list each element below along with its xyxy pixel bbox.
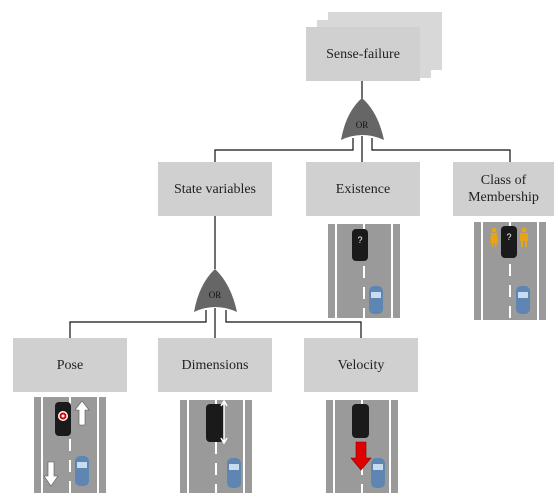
sense-failure-label: Sense-failure xyxy=(326,46,400,62)
pose-car-icon xyxy=(55,402,71,436)
state-variables-label: State variables xyxy=(173,181,257,197)
or-state-to-pose-line xyxy=(69,310,207,338)
down-arrow-icon xyxy=(43,461,59,487)
existence-node: Existence xyxy=(306,162,420,216)
or-top-to-class-line xyxy=(371,138,511,162)
or-gate-state xyxy=(194,269,237,312)
ego-car-icon xyxy=(516,286,530,314)
or-gate-top-label: OR xyxy=(356,120,369,130)
or-state-to-velocity-line xyxy=(225,310,362,338)
existence-road-panel: ? xyxy=(328,224,400,318)
velocity-road-panel xyxy=(326,400,398,493)
or-gate-top xyxy=(341,98,384,140)
ego-car-icon xyxy=(371,458,385,488)
dimensions-node: Dimensions xyxy=(158,338,272,392)
or-gate-state-label: OR xyxy=(209,290,222,300)
or-top-to-state-line xyxy=(214,138,354,162)
ego-car-icon xyxy=(75,456,89,486)
pedestrian-female-icon xyxy=(490,227,498,247)
pose-node: Pose xyxy=(13,338,127,392)
up-arrow-icon xyxy=(74,400,90,426)
class-of-membership-node: Class of Membership xyxy=(453,162,554,216)
unknown-car-icon: ? xyxy=(352,229,368,261)
class-of-membership-label: Class of Membership xyxy=(468,173,539,205)
state-variables-node: State variables xyxy=(158,162,272,216)
existence-label: Existence xyxy=(335,181,391,197)
ego-car-icon xyxy=(369,286,383,314)
class-road-panel: ? xyxy=(474,222,546,320)
velocity-label: Velocity xyxy=(337,357,385,373)
dimensions-road-panel xyxy=(180,399,252,493)
velocity-car-icon xyxy=(352,404,369,438)
velocity-node: Velocity xyxy=(304,338,418,392)
dimensions-label: Dimensions xyxy=(181,357,249,373)
dimensions-car-icon xyxy=(206,404,224,442)
pose-road-panel xyxy=(34,397,106,493)
svg-text:?: ? xyxy=(357,235,362,245)
ego-car-icon xyxy=(227,458,241,488)
velocity-arrow-icon xyxy=(350,441,372,471)
pose-label: Pose xyxy=(56,357,84,373)
size-arrow-icon xyxy=(220,399,228,445)
sense-failure-node: Sense-failure xyxy=(306,27,420,81)
svg-text:?: ? xyxy=(506,232,511,242)
unknown-car-icon: ? xyxy=(501,226,517,258)
pedestrian-male-icon xyxy=(520,227,528,247)
